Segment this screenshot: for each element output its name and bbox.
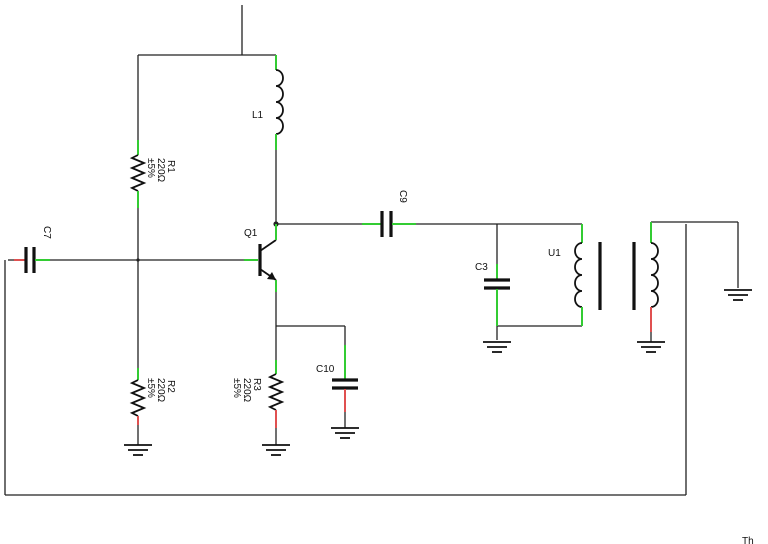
- c9-ref-label: C9: [397, 190, 408, 203]
- r1-tolerance-label: ±5%: [145, 158, 156, 178]
- r1-value-label: 220Ω: [155, 158, 166, 183]
- r2-tolerance-label: ±5%: [145, 378, 156, 398]
- l1-ref-label: L1: [252, 110, 264, 121]
- wires: [4, 5, 739, 496]
- capacitor-c10[interactable]: C10: [316, 345, 358, 412]
- u1-ref-label: U1: [548, 248, 561, 259]
- r3-ref-label: R3: [251, 378, 262, 391]
- emitter-arrow-icon: [267, 272, 276, 280]
- r3-value-label: 220Ω: [241, 378, 252, 403]
- capacitor-c7[interactable]: C7: [14, 226, 52, 273]
- corner-text: Th: [742, 536, 754, 544]
- r2-value-label: 220Ω: [155, 378, 166, 403]
- c7-ref-label: C7: [41, 226, 52, 239]
- ground-icon: [637, 341, 665, 353]
- resistor-r2[interactable]: R2 220Ω ±5%: [129, 368, 176, 425]
- inductor-l1[interactable]: L1: [252, 55, 284, 150]
- capacitor-c3[interactable]: C3: [475, 262, 510, 326]
- ground-icon: [483, 341, 511, 353]
- c10-ref-label: C10: [316, 364, 335, 375]
- resistor-r3[interactable]: R3 220Ω ±5%: [231, 360, 285, 428]
- r2-ref-label: R2: [165, 380, 176, 393]
- ground-icon: [262, 444, 290, 456]
- r3-tolerance-label: ±5%: [231, 378, 242, 398]
- resistor-r1[interactable]: R1 220Ω ±5%: [129, 140, 176, 208]
- transistor-q1[interactable]: Q1: [244, 224, 277, 292]
- ground-icon: [724, 289, 752, 301]
- c3-ref-label: C3: [475, 262, 488, 273]
- capacitor-c9[interactable]: C9: [362, 190, 416, 237]
- junction-dot: [136, 258, 140, 262]
- r1-ref-label: R1: [165, 160, 176, 173]
- q1-ref-label: Q1: [244, 228, 258, 239]
- ground-icon: [124, 444, 152, 456]
- transformer-u1[interactable]: U1: [548, 222, 659, 332]
- ground-icon: [331, 427, 359, 439]
